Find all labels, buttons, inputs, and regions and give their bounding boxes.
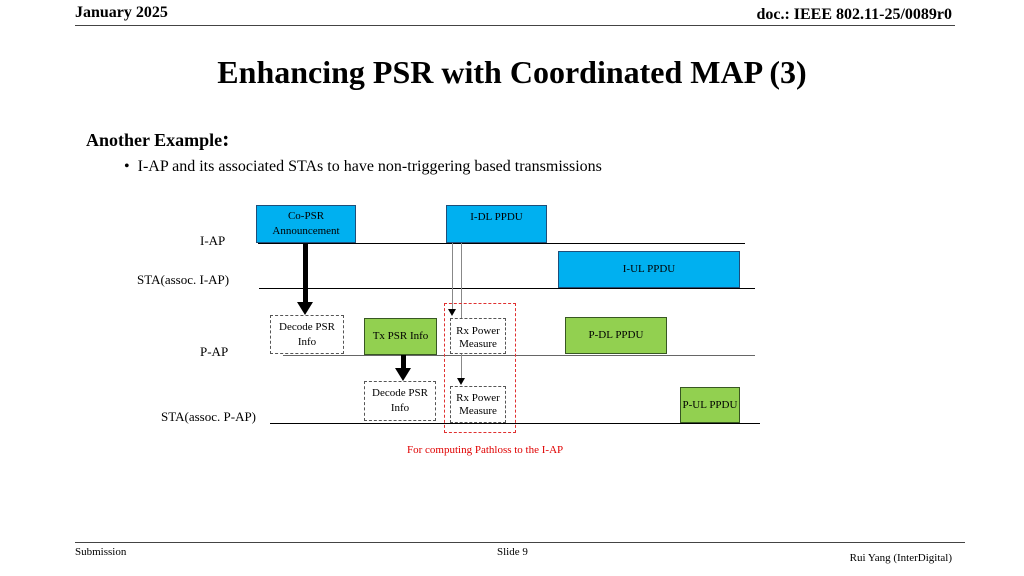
idl-arrow-line-1 [452, 243, 453, 313]
arrow-head-icon [448, 309, 456, 316]
thick-arrow-shaft-2 [401, 355, 406, 369]
page-title: Enhancing PSR with Coordinated MAP (3) [217, 54, 807, 90]
subtitle: Another Example: [86, 126, 230, 152]
footer-divider [75, 542, 965, 543]
rx-power-measure-box-sta: Rx Power Measure [450, 386, 506, 423]
timeline-p-ap [283, 355, 755, 356]
footer-submission: Submission [75, 546, 127, 558]
row-label-sta-p-ap: STA(assoc. P-AP) [161, 409, 257, 424]
i-ul-ppdu-box: I-UL PPDU [558, 251, 740, 288]
subtitle-text: Another Example [86, 130, 223, 150]
p-ul-ppdu-box: P-UL PPDU [680, 387, 740, 423]
tx-psr-info-box: Tx PSR Info [364, 318, 437, 355]
arrow-head-icon [457, 378, 465, 385]
timeline-sta-i-ap [259, 288, 755, 289]
co-psr-announcement-box: Co-PSR Announcement [256, 205, 356, 243]
decode-psr-info-box-sta: Decode PSR Info [364, 381, 436, 421]
decode-psr-info-box-p-ap: Decode PSR Info [270, 315, 344, 354]
timeline-i-ap [258, 243, 745, 244]
footer-slide-number: Slide 9 [497, 546, 528, 558]
thick-arrow-down-icon [297, 302, 313, 315]
i-dl-ppdu-box: I-DL PPDU [446, 205, 547, 243]
bullet-text: I-AP and its associated STAs to have non… [137, 158, 602, 175]
header-divider [75, 25, 955, 26]
idl-arrow-line-2 [461, 243, 462, 380]
p-dl-ppdu-box: P-DL PPDU [565, 317, 667, 354]
pathloss-group-outline [444, 303, 516, 433]
row-label-sta-i-ap: STA(assoc. I-AP) [137, 272, 230, 287]
header-doc: doc.: IEEE 802.11-25/0089r0 [756, 6, 952, 23]
subtitle-colon: : [222, 126, 230, 151]
bullet-item: • I-AP and its associated STAs to have n… [124, 158, 602, 175]
pathloss-note: For computing Pathloss to the I-AP [407, 444, 564, 456]
header-date: January 2025 [75, 4, 168, 21]
row-label-i-ap: I-AP [200, 233, 226, 248]
footer-author: Rui Yang (InterDigital) [849, 552, 952, 564]
thick-arrow-down-icon [395, 368, 411, 381]
thick-arrow-shaft-1 [303, 243, 308, 303]
rx-power-measure-box-p-ap: Rx Power Measure [450, 318, 506, 354]
row-label-p-ap: P-AP [200, 344, 229, 359]
